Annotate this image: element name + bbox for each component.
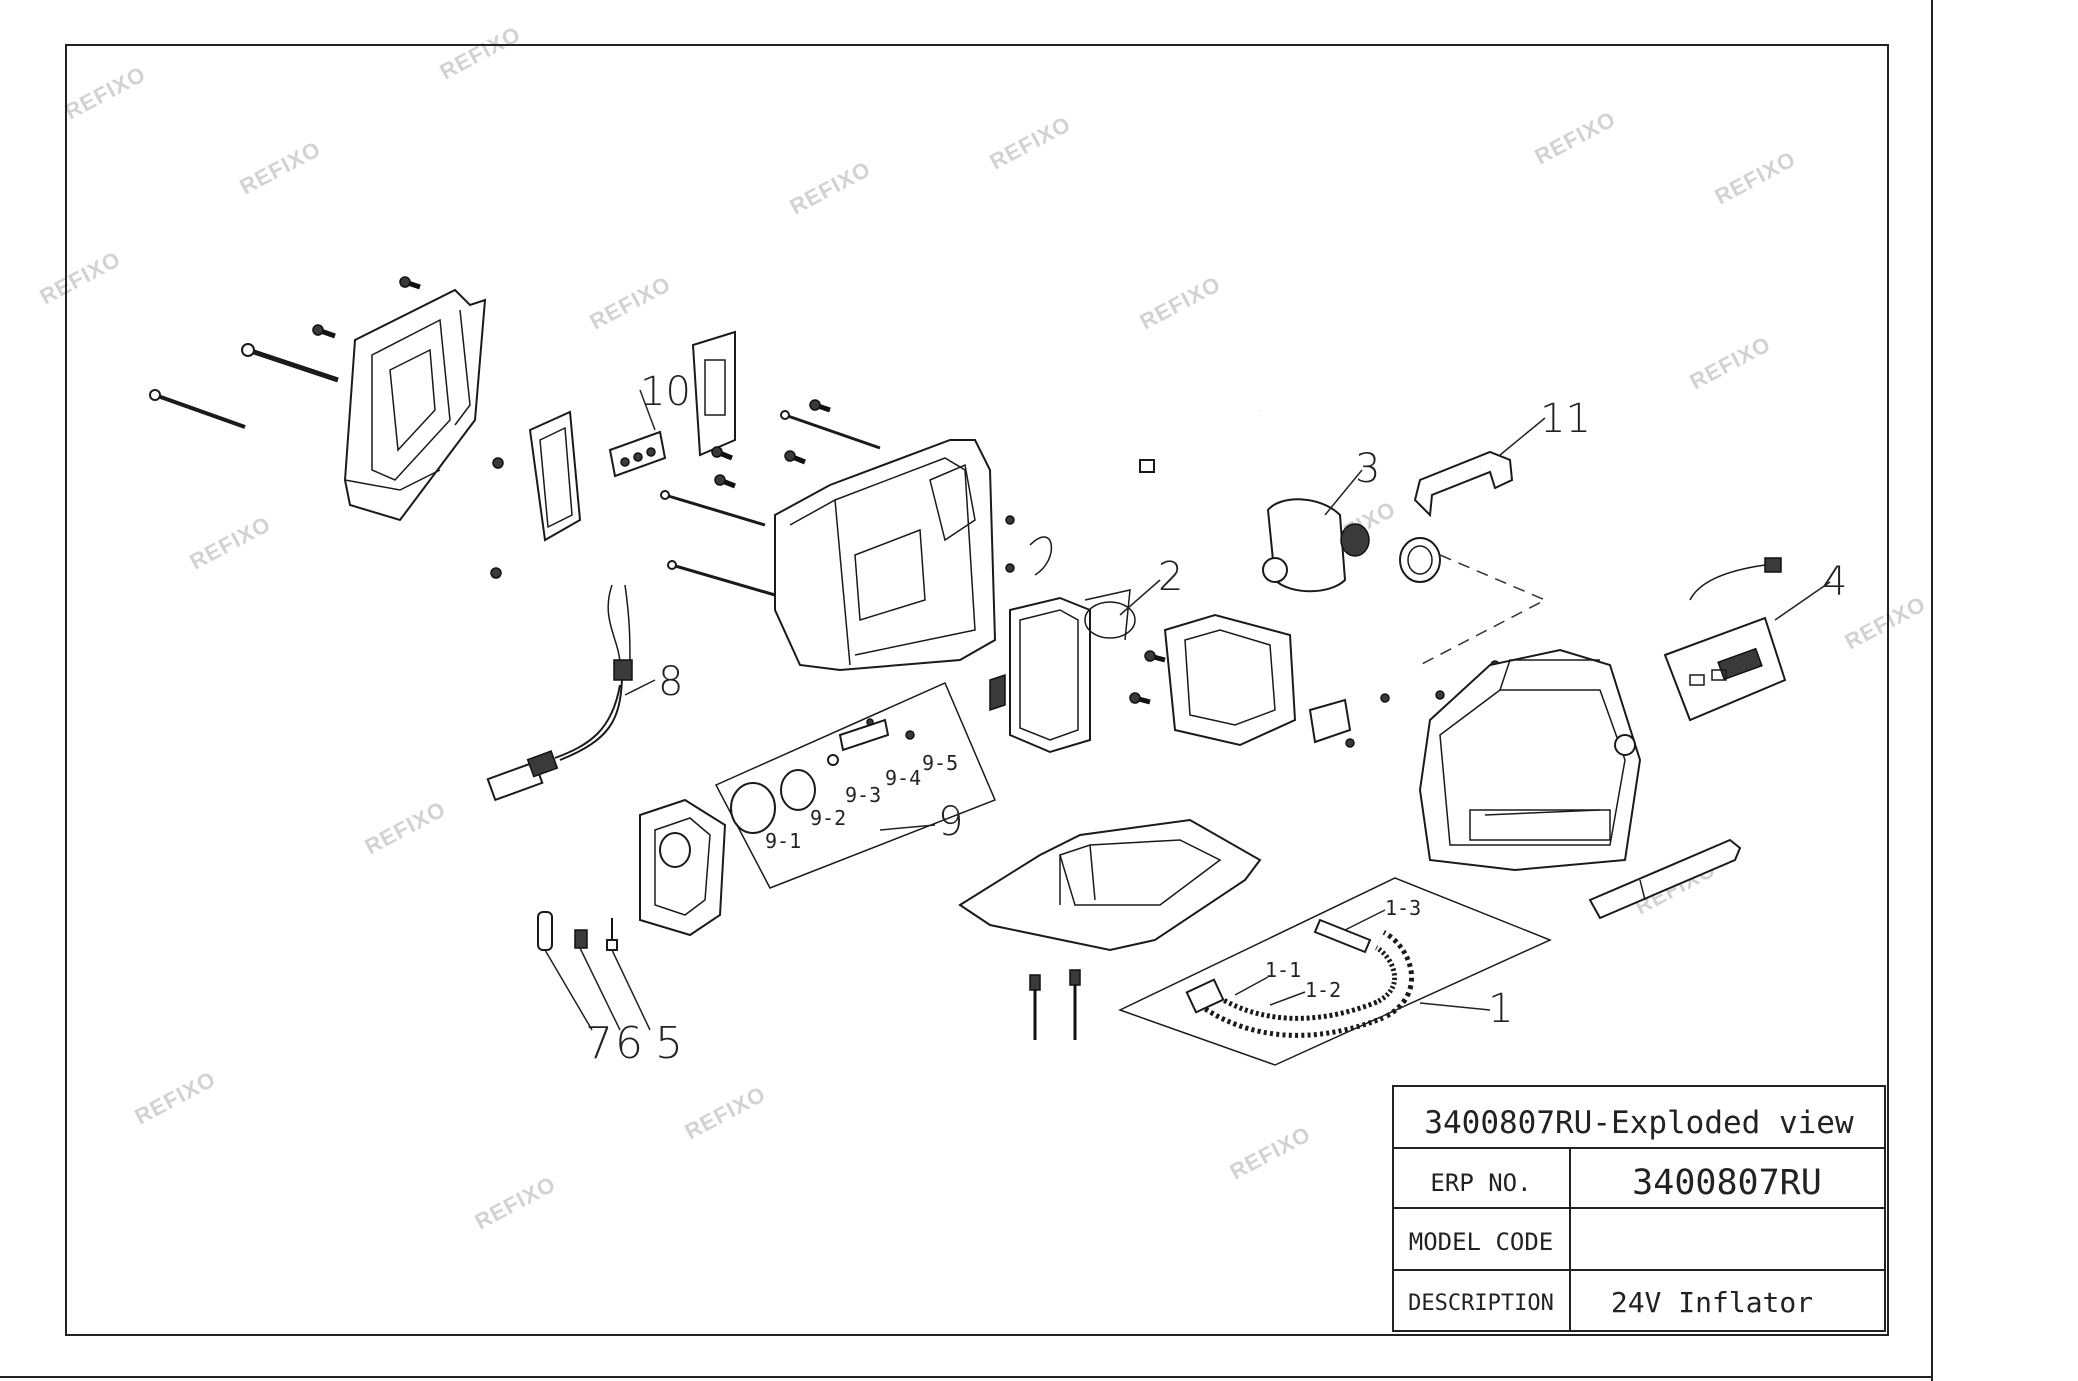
screw <box>711 446 733 461</box>
screw <box>1380 693 1390 703</box>
gauge-housing <box>639 798 727 937</box>
watermark: REFIXO <box>786 156 875 219</box>
watermark: REFIXO <box>436 21 525 84</box>
screw <box>1029 974 1041 1040</box>
callout-9-4: 9-4 <box>885 766 921 790</box>
watermark: REFIXO <box>1711 146 1800 209</box>
callout-1-2: 1-2 <box>1305 978 1341 1002</box>
leader-lines <box>544 389 1831 1031</box>
terminal-block <box>608 430 667 478</box>
callout-1-1: 1-1 <box>1265 958 1301 982</box>
erp-value: 3400807RU <box>1632 1163 1822 1203</box>
screw <box>1435 690 1445 700</box>
watermark: REFIXO <box>1226 1121 1315 1184</box>
motor-assembly <box>989 589 1136 754</box>
callout-9: 9 <box>938 799 963 845</box>
hose-pipe <box>1139 407 1262 473</box>
callout-8: 8 <box>658 659 683 705</box>
drawing-title: 3400807RU-Exploded view <box>1424 1105 1854 1141</box>
screw <box>784 450 806 465</box>
watermark: REFIXO <box>131 1066 220 1129</box>
erp-label: ERP NO. <box>1430 1169 1531 1197</box>
watermark: REFIXO <box>236 136 325 199</box>
description-label: DESCRIPTION <box>1408 1291 1554 1316</box>
circuit-board <box>1308 698 1352 744</box>
spring-clip <box>1029 536 1053 576</box>
watermark: REFIXO <box>1686 331 1775 394</box>
assembly-line <box>1419 554 1547 666</box>
nozzle-adapter <box>537 911 553 951</box>
main-housing <box>774 439 997 672</box>
callout-1-3: 1-3 <box>1385 896 1421 920</box>
watermark: REFIXO <box>586 271 675 334</box>
side-panel <box>528 410 582 542</box>
battery-contact-plate <box>691 330 736 457</box>
screw <box>492 457 504 469</box>
screw <box>1345 738 1355 748</box>
callout-9-2: 9-2 <box>810 806 846 830</box>
watermark: REFIXO <box>1136 271 1225 334</box>
callout-11: 11 <box>1540 396 1591 442</box>
watermark: REFIXO <box>186 511 275 574</box>
long-rod <box>660 490 766 527</box>
title-block: 3400807RU-Exploded view ERP NO. 3400807R… <box>1392 1085 1886 1332</box>
battery-base <box>958 818 1262 952</box>
valve-adapter <box>574 929 588 949</box>
callout-10: 10 <box>640 369 691 415</box>
hose-assembly-box <box>1118 877 1552 1066</box>
callout-3: 3 <box>1355 446 1380 492</box>
description-value: 24V Inflator <box>1611 1286 1813 1319</box>
callout-9-5: 9-5 <box>922 751 958 775</box>
screw <box>1005 563 1015 573</box>
screw <box>1129 692 1151 705</box>
callout-5: 5 <box>655 1018 683 1069</box>
watermark: REFIXO <box>61 61 150 124</box>
needle-adapter <box>606 918 618 951</box>
callout-7: 7 <box>585 1018 613 1069</box>
callout-1: 1 <box>1488 986 1513 1032</box>
rear-frame <box>343 288 487 522</box>
callout-9-3: 9-3 <box>845 783 881 807</box>
callout-6: 6 <box>615 1018 643 1069</box>
control-panel <box>1663 557 1787 722</box>
watermark: REFIXO <box>681 1081 770 1144</box>
watermark: REFIXO <box>1531 106 1620 169</box>
screw <box>312 324 336 339</box>
long-rod-left <box>149 389 246 429</box>
model-label: MODEL CODE <box>1409 1228 1554 1256</box>
front-housing <box>1418 648 1642 872</box>
screw <box>1005 515 1015 525</box>
long-rod <box>667 560 776 597</box>
watermark: REFIXO <box>471 1171 560 1234</box>
car-charger-cable <box>486 584 633 802</box>
drawing-border <box>65 44 1889 1336</box>
long-rod <box>780 410 881 450</box>
screw <box>399 276 421 290</box>
compressor-head <box>1262 498 1370 593</box>
long-rod-upper <box>241 343 339 383</box>
valve-block <box>1163 613 1297 747</box>
screw <box>1144 650 1166 663</box>
watermark: REFIXO <box>1841 591 1930 654</box>
screw <box>1069 969 1081 1040</box>
hose-coupler <box>1399 537 1441 583</box>
callout-9-1: 9-1 <box>765 829 801 853</box>
watermark: REFIXO <box>361 796 450 859</box>
side-latch <box>1588 838 1742 920</box>
screw <box>490 567 502 579</box>
callout-4: 4 <box>1822 559 1847 605</box>
watermark: REFIXO <box>986 111 1075 174</box>
callout-2: 2 <box>1158 554 1183 600</box>
screw <box>714 474 736 489</box>
carry-handle <box>1413 450 1514 518</box>
switch-kit-box <box>714 682 996 889</box>
watermark: REFIXO <box>36 246 125 309</box>
screw <box>809 399 831 413</box>
